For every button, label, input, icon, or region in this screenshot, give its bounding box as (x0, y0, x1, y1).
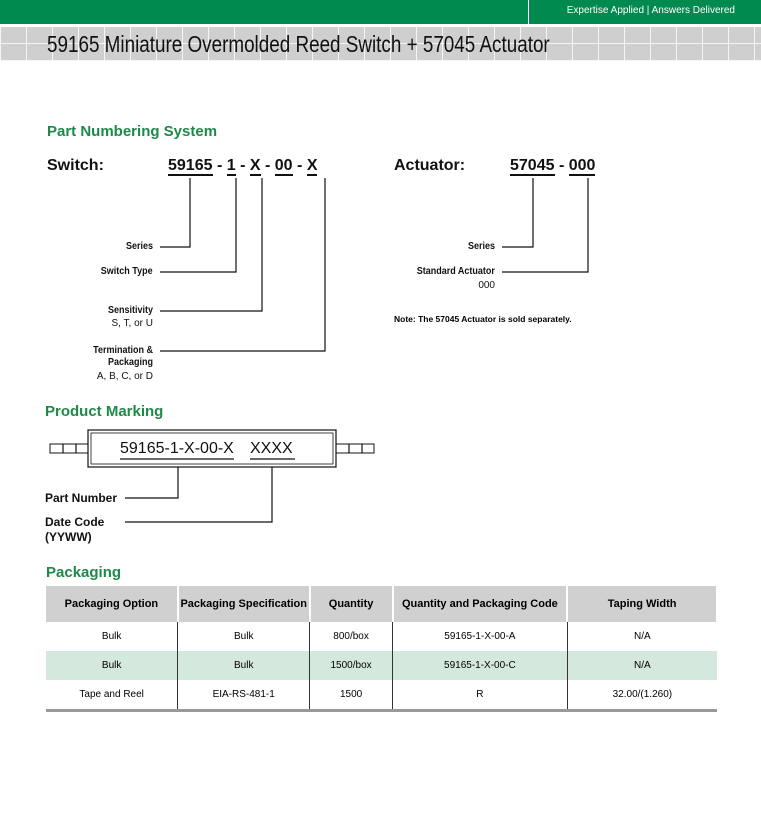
cell: 59165-1-X-00-C (392, 651, 568, 680)
tagline: Expertise Applied | Answers Delivered (566, 5, 735, 16)
cell: 32.00/(1.260) (566, 680, 717, 711)
marking-date: XXXX (250, 440, 293, 457)
header-divider (528, 0, 529, 24)
cell: 59165-1-X-00-A (392, 622, 568, 651)
part-sens2: 00 (274, 157, 293, 176)
termination-options: A, B, C, or D (96, 371, 153, 382)
field-sensitivity: Sensitivity (107, 305, 153, 316)
switch-part-number: 59165 - 1 - X - 00 - X (168, 157, 318, 176)
part-series: 59165 (168, 157, 213, 176)
switch-label: Switch: (47, 157, 104, 174)
actuator-label: Actuator: (394, 157, 466, 174)
date-code-format: (YYWW) (45, 530, 92, 544)
cell: Bulk (46, 651, 178, 680)
line-sensitivity (160, 178, 263, 312)
part-number-label: Part Number (45, 491, 118, 505)
marking-part: 59165-1-X-00-X (120, 440, 234, 457)
field-termination: Termination & Packaging (93, 345, 153, 368)
lead-right (335, 443, 375, 454)
actuator-code: 000 (568, 157, 596, 176)
lead-left (49, 443, 89, 454)
col-header: Packaging Specification (177, 586, 311, 622)
sep: - (558, 157, 565, 174)
sep: - (216, 157, 223, 174)
sep: - (240, 157, 246, 174)
sep: - (265, 157, 271, 174)
col-header: Taping Width (567, 586, 718, 622)
cell: Bulk (177, 651, 310, 680)
actuator-options: 000 (478, 280, 495, 291)
col-header: Quantity (309, 586, 394, 622)
field-series: Series (125, 241, 153, 252)
part-type: 1 (226, 157, 236, 176)
cell: N/A (566, 651, 717, 680)
cell: Bulk (177, 622, 310, 651)
date-code-label: Date Code (45, 515, 105, 529)
packaging-table: Packaging Option Packaging Specification… (46, 586, 718, 712)
actuator-part-number: 57045 - 000 (510, 157, 596, 176)
page-title: 59165 Miniature Overmolded Reed Switch +… (47, 31, 550, 57)
header-band (0, 0, 761, 24)
cell: EIA-RS-481-1 (177, 680, 310, 711)
cell: 1500 (309, 680, 393, 711)
line-act-series (502, 178, 534, 248)
sensitivity-options: S, T, or U (111, 318, 154, 329)
col-header: Packaging Option (46, 586, 179, 622)
packaging-heading: Packaging (46, 564, 122, 581)
cell: Tape and Reel (79, 689, 144, 700)
line-termination (160, 178, 326, 352)
part-termination: X (306, 157, 318, 176)
marking-heading: Product Marking (45, 403, 164, 420)
line-date-code (125, 460, 273, 523)
actuator-field-series: Series (467, 241, 495, 252)
cell: R (392, 680, 568, 711)
part-sensitivity: X (249, 157, 261, 176)
table-header: Packaging Option Packaging Specification… (46, 586, 718, 622)
connector-lines (49, 178, 589, 523)
switch-body (87, 429, 337, 468)
line-type (160, 178, 237, 273)
cell: N/A (566, 622, 717, 651)
line-act-code (502, 178, 589, 273)
col-header: Quantity and Packaging Code (392, 586, 569, 622)
cell: Bulk (101, 631, 122, 642)
field-switch-type: Switch Type (101, 266, 153, 277)
line-series (160, 178, 191, 248)
actuator-field-standard: Standard Actuator (416, 266, 495, 277)
cell: 1500/box (309, 651, 393, 680)
actuator-note: Note: The 57045 Actuator is sold separat… (394, 314, 572, 324)
actuator-series: 57045 (510, 157, 555, 176)
line-part-number (125, 460, 179, 499)
sep: - (297, 157, 303, 174)
title-band (0, 27, 761, 61)
numbering-heading: Part Numbering System (47, 123, 218, 140)
cell: 800/box (309, 622, 393, 651)
